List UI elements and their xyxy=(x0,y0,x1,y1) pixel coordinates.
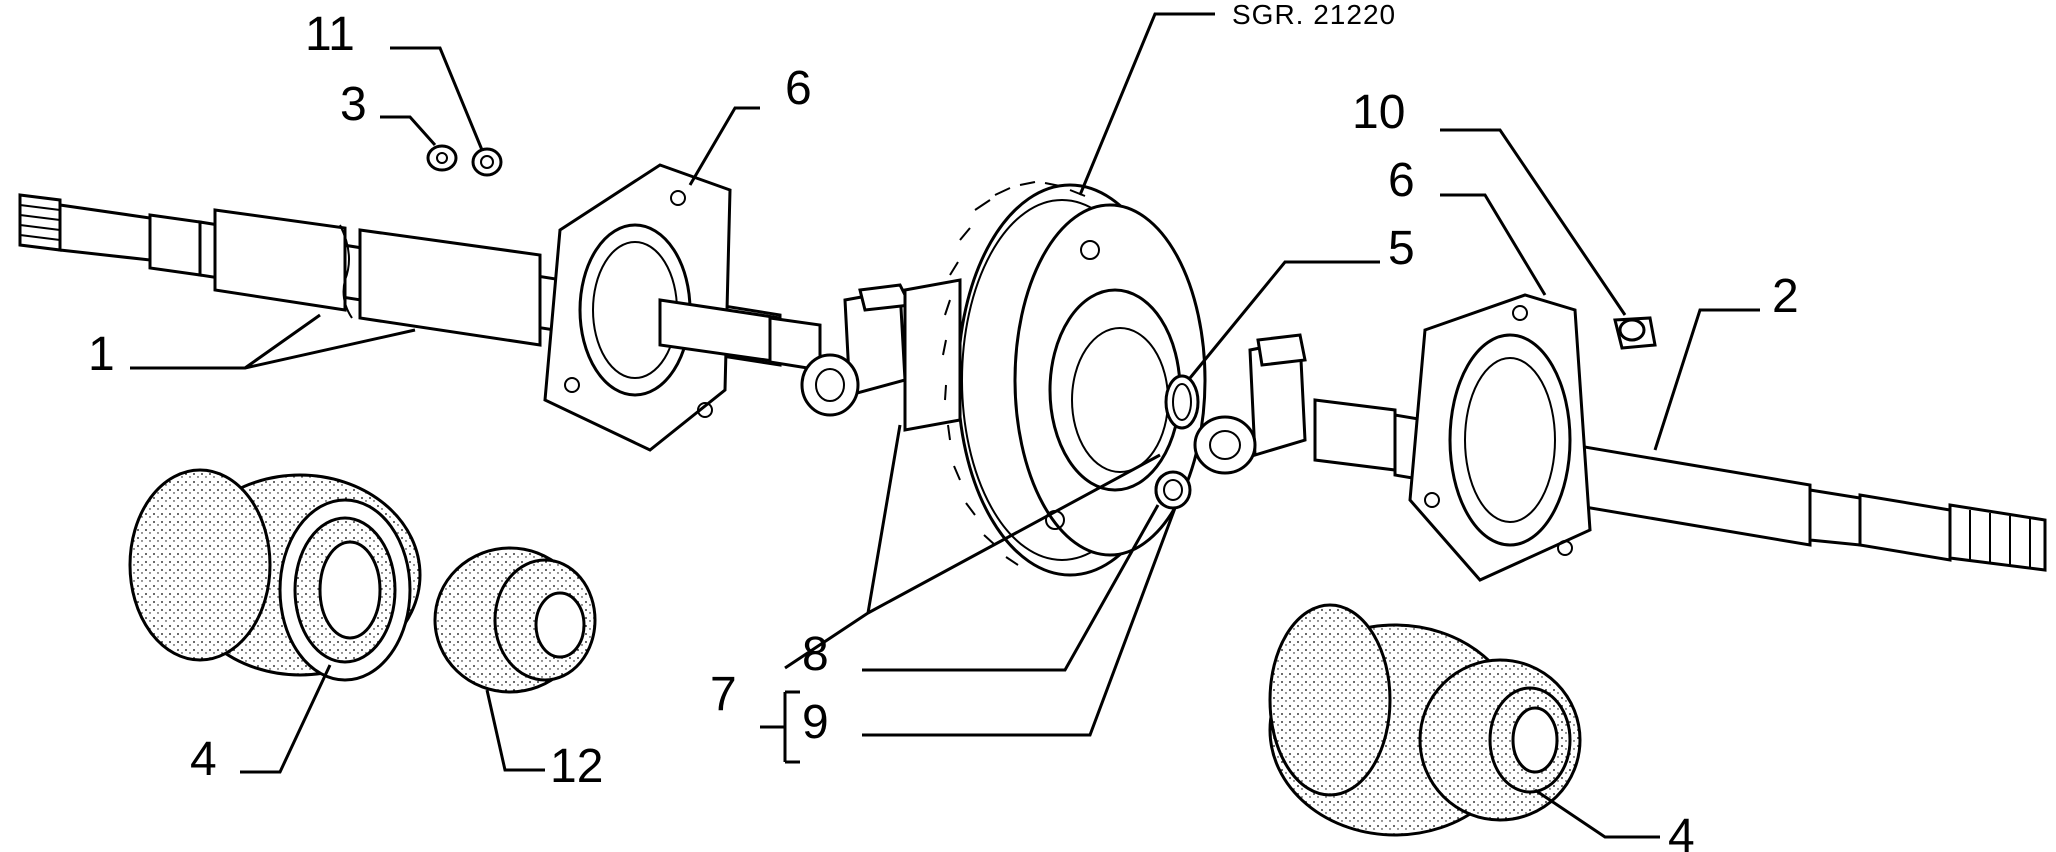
leader-lines xyxy=(130,12,1760,839)
drawing-reference-label: SGR. 21220 xyxy=(1232,0,1396,30)
callout-7: 7 xyxy=(710,668,737,721)
left-bearing-flange xyxy=(543,163,732,452)
callout-1: 1 xyxy=(88,328,115,381)
right-boot-4 xyxy=(1268,603,1582,837)
nut-3 xyxy=(426,144,458,172)
callout-6-left: 6 xyxy=(785,62,812,115)
callout-12: 12 xyxy=(550,740,603,793)
differential-ring-gear xyxy=(903,181,1207,577)
right-spider-gear xyxy=(1193,333,1307,475)
callout-2: 2 xyxy=(1772,270,1799,323)
callout-8: 8 xyxy=(802,628,829,681)
bolt-10 xyxy=(1613,316,1657,350)
callout-11: 11 xyxy=(305,8,355,61)
callout-9: 9 xyxy=(802,696,829,749)
pin-washer xyxy=(1154,470,1192,510)
callout-5: 5 xyxy=(1388,222,1415,275)
callout-6-right: 6 xyxy=(1388,154,1415,207)
callout-10: 10 xyxy=(1352,86,1405,139)
right-bearing-flange xyxy=(1408,293,1592,582)
left-inner-stub xyxy=(658,298,822,372)
left-boot-4 xyxy=(128,468,422,682)
callout-4-left: 4 xyxy=(190,733,217,786)
seal-ring-5 xyxy=(1164,374,1200,430)
callout-4-right: 4 xyxy=(1668,810,1695,852)
nut-11 xyxy=(471,147,503,177)
boot-12 xyxy=(433,546,597,694)
callout-3: 3 xyxy=(340,78,367,131)
